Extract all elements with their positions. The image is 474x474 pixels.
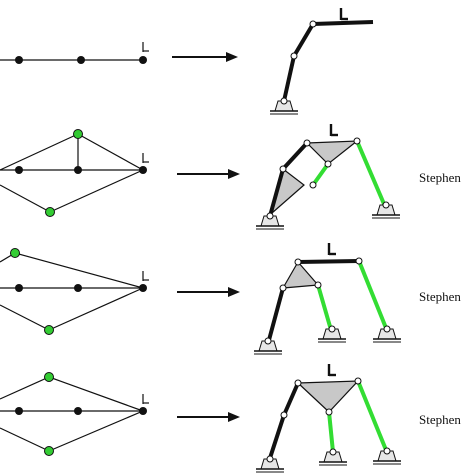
ground-pivot-icon	[255, 455, 285, 473]
row-2-label: Stephen	[419, 170, 461, 185]
graph-node	[74, 166, 82, 174]
graph-node	[15, 166, 23, 174]
output-marker-icon	[327, 241, 338, 257]
row-1-graph	[0, 41, 150, 64]
row-2-mechanism	[255, 122, 401, 230]
row-4-mechanism	[255, 362, 402, 473]
ground-pivot-icon	[253, 337, 283, 355]
row-3-mechanism	[253, 241, 402, 355]
graph-node-green	[44, 372, 54, 382]
right-arrow-icon	[177, 169, 240, 179]
graph-node	[139, 166, 147, 174]
right-arrow-icon	[177, 287, 240, 297]
ground-pivot-icon	[317, 325, 347, 343]
ground-pivot-icon	[255, 212, 285, 230]
graph-node-green	[44, 446, 54, 456]
ground-pivot-icon	[318, 448, 348, 466]
graph-node	[139, 407, 147, 415]
graph-node	[139, 284, 147, 292]
graph-node	[77, 56, 85, 64]
row-1-mechanism	[269, 6, 374, 115]
row-2-graph	[0, 129, 150, 217]
ground-pivot-icon	[269, 97, 299, 115]
output-marker-icon	[142, 152, 150, 164]
graph-node-green	[44, 325, 54, 335]
ground-pivot-icon	[372, 325, 402, 343]
row-3-label: Stephen	[419, 289, 461, 304]
output-marker-icon	[339, 6, 350, 22]
graph-node	[15, 407, 23, 415]
output-marker-icon	[142, 393, 150, 405]
right-arrow-icon	[177, 412, 240, 422]
graph-node	[15, 56, 23, 64]
right-arrow-icon	[172, 52, 238, 62]
output-marker-icon	[142, 41, 150, 53]
graph-node-green	[45, 207, 55, 217]
ground-pivot-icon	[372, 447, 402, 465]
graph-node	[15, 284, 23, 292]
graph-node-green	[73, 129, 83, 139]
graph-node	[74, 407, 82, 415]
output-marker-icon	[329, 122, 340, 138]
ground-pivot-icon	[371, 201, 401, 219]
output-marker-icon	[327, 362, 338, 378]
row-3-graph	[0, 248, 150, 335]
graph-node	[74, 284, 82, 292]
row-4-graph	[0, 372, 150, 456]
graph-node-green	[10, 248, 20, 258]
output-marker-icon	[142, 270, 150, 282]
graph-node	[139, 56, 147, 64]
row-4-label: Stephen	[419, 412, 461, 427]
